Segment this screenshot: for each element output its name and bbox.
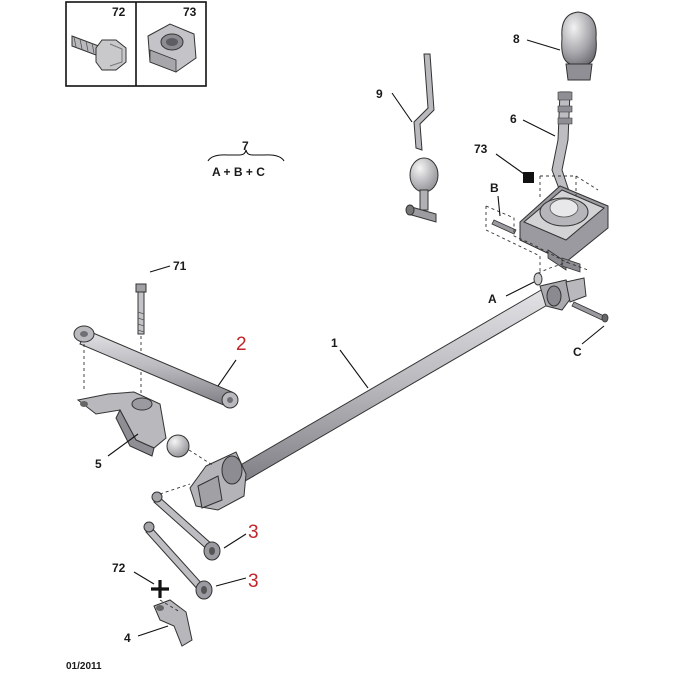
diagram-date: 01/2011 <box>66 661 102 672</box>
link-3-upper-axis <box>159 483 191 495</box>
callout-3-upper: 3 <box>248 522 259 543</box>
callout-c: C <box>573 345 582 359</box>
leader-a <box>505 281 535 297</box>
leader-b <box>497 195 501 217</box>
leader-2 <box>217 359 237 387</box>
part-1-shift-rod <box>189 277 587 511</box>
kit-b-boundary-2 <box>485 206 541 276</box>
callout-b: B <box>490 181 499 195</box>
kit-formula: A + B + C <box>212 165 265 179</box>
bolt-marker-72 <box>133 571 169 598</box>
gear-lever-housing <box>519 175 609 273</box>
ball-joint-axis <box>188 449 215 467</box>
leader-c <box>581 325 605 345</box>
fastener-legend: 72 73 <box>65 1 207 87</box>
part-71-bolt <box>135 265 171 394</box>
part-3-lower-link <box>143 521 247 600</box>
kit-b-boundary <box>485 205 589 271</box>
callout-a: A <box>488 292 497 306</box>
kit-item-a <box>505 261 569 297</box>
part-4-axis <box>159 599 181 613</box>
legend-nut-number: 73 <box>183 5 197 19</box>
leader-3-lower <box>215 577 247 587</box>
callout-5: 5 <box>95 457 102 471</box>
callout-71: 71 <box>173 259 187 273</box>
part-5-bracket <box>76 391 215 467</box>
callout-73: 73 <box>474 142 488 156</box>
callout-8: 8 <box>513 32 520 46</box>
part-3-upper-link <box>151 483 247 561</box>
nut-icon <box>147 23 197 73</box>
callout-6: 6 <box>510 112 517 126</box>
callout-2: 2 <box>236 334 247 355</box>
leader-6 <box>522 119 556 137</box>
leader-3-upper <box>223 533 247 549</box>
leader-5 <box>107 433 139 457</box>
leader-72 <box>133 571 155 585</box>
leader-73 <box>495 153 525 175</box>
part-8-gear-knob <box>526 11 597 81</box>
part-2-reaction-link <box>73 325 239 409</box>
part-6-gear-lever <box>522 91 573 203</box>
callout-3-lower: 3 <box>248 571 259 592</box>
kit-item-b <box>485 195 589 276</box>
kit-a-guide <box>537 261 569 274</box>
nut-marker-73 <box>523 172 534 183</box>
leader-8 <box>526 39 561 51</box>
leader-4 <box>137 625 169 637</box>
callout-1: 1 <box>331 336 338 350</box>
leader-1 <box>339 349 369 389</box>
legend-bolt-number: 72 <box>112 5 126 19</box>
leader-9 <box>391 92 413 123</box>
part-4-lever-clip <box>137 599 193 647</box>
boot-outline <box>539 175 599 200</box>
callout-72: 72 <box>112 561 126 575</box>
bolt-icon <box>71 35 127 71</box>
callout-9: 9 <box>376 87 383 101</box>
part-9-gear-selector-rod <box>391 53 439 223</box>
kit-brace <box>207 149 285 162</box>
leader-71 <box>149 265 171 273</box>
kit-number: 7 <box>242 139 249 153</box>
callout-4: 4 <box>124 631 131 645</box>
kit-item-c <box>571 301 609 345</box>
kit-group-label: 7 A + B + C <box>207 139 285 179</box>
